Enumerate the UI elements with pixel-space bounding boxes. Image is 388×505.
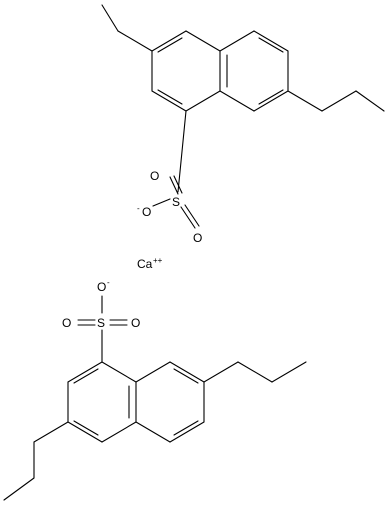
oxygen-atom: O bbox=[97, 280, 106, 294]
bond bbox=[219, 30, 255, 52]
negative-charge: - bbox=[107, 278, 110, 287]
bond bbox=[173, 368, 199, 384]
bond bbox=[3, 477, 35, 501]
bond bbox=[169, 176, 179, 195]
bond bbox=[253, 90, 289, 112]
bond bbox=[151, 30, 187, 52]
bond bbox=[253, 30, 289, 52]
bond bbox=[355, 90, 385, 112]
bond bbox=[67, 421, 103, 443]
bond bbox=[33, 421, 69, 443]
bond bbox=[177, 110, 187, 193]
bond bbox=[258, 89, 284, 105]
bond bbox=[135, 421, 171, 443]
bond bbox=[321, 90, 357, 112]
bond bbox=[157, 37, 183, 53]
bond bbox=[135, 361, 171, 383]
bond bbox=[67, 361, 103, 383]
molecule-2: O - O S O bbox=[3, 278, 307, 501]
bond bbox=[219, 90, 255, 112]
bond bbox=[237, 361, 273, 383]
bond bbox=[258, 37, 284, 53]
bond bbox=[271, 361, 307, 383]
oxygen-atom: O bbox=[131, 316, 140, 330]
oxygen-atom: O bbox=[150, 169, 159, 183]
sulfur-atom: S bbox=[97, 316, 105, 330]
calcium-ion: Ca ++ bbox=[137, 256, 163, 271]
bond bbox=[169, 361, 205, 383]
bond bbox=[180, 206, 196, 229]
bond bbox=[203, 361, 239, 383]
bond bbox=[73, 368, 99, 384]
bond bbox=[101, 421, 137, 443]
bond bbox=[101, 361, 137, 383]
oxygen-atom: O bbox=[193, 231, 202, 245]
oxygen-atom: O bbox=[62, 316, 71, 330]
bond bbox=[287, 90, 323, 112]
calcium-atom: Ca bbox=[137, 257, 153, 271]
oxygen-atom: O bbox=[142, 205, 151, 219]
bond bbox=[184, 204, 200, 227]
bond bbox=[101, 4, 119, 32]
bond bbox=[151, 90, 187, 112]
negative-charge: - bbox=[137, 204, 140, 213]
bond bbox=[169, 421, 205, 443]
bond bbox=[173, 420, 199, 436]
bond bbox=[173, 175, 183, 194]
bond bbox=[157, 89, 183, 105]
molecule-1: S O - O O bbox=[101, 4, 385, 245]
bond bbox=[185, 30, 221, 52]
bond bbox=[117, 30, 153, 52]
bond bbox=[152, 198, 171, 207]
sulfur-atom: S bbox=[172, 195, 180, 209]
bond bbox=[185, 90, 221, 112]
bond bbox=[73, 420, 99, 436]
positive-charge: ++ bbox=[153, 256, 163, 265]
